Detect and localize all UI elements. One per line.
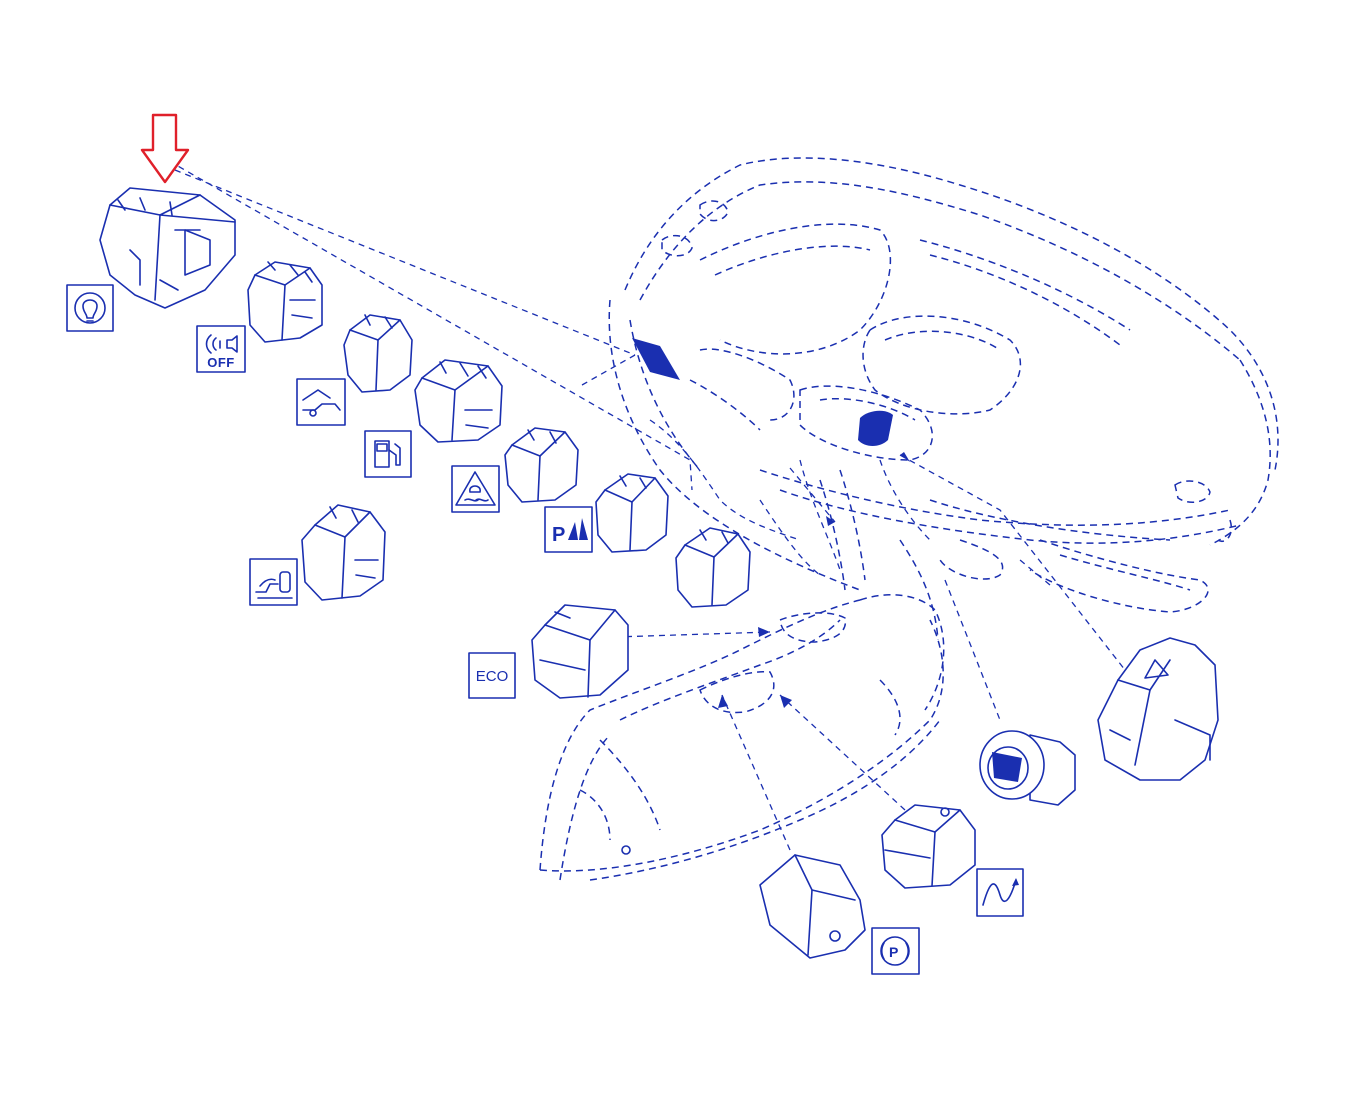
center-console-outline <box>539 469 945 881</box>
switch-block-6 <box>595 473 669 553</box>
eco-icon <box>468 652 516 699</box>
engine-start-button <box>979 730 1076 806</box>
blind-spot-icon <box>249 558 298 606</box>
sound-off-icon <box>196 325 246 373</box>
bonnet-open-icon <box>296 378 346 426</box>
switch-block-3 <box>343 314 413 393</box>
switch-block-8 <box>301 504 386 601</box>
drive-mode-icon <box>976 868 1024 917</box>
eco-switch-module <box>531 604 629 699</box>
switch-block-4 <box>414 359 503 443</box>
light-switch-module <box>99 187 236 309</box>
switch-block-2 <box>247 261 323 343</box>
traction-warning-icon <box>451 465 500 513</box>
parking-brake-switch-module <box>759 854 866 959</box>
leader-lines <box>149 149 1126 851</box>
eco-label: ECO <box>475 668 509 685</box>
off-label: OFF <box>207 355 235 370</box>
switch-block-5 <box>504 427 579 503</box>
svg-text:P: P <box>889 944 898 960</box>
pointer-arrow-icon <box>140 113 190 184</box>
dashboard-outline <box>608 157 1279 613</box>
fuel-pump-icon <box>364 430 412 478</box>
hazard-switch-module <box>1097 637 1219 781</box>
parking-brake-icon: P <box>871 927 920 975</box>
svg-text:P: P <box>552 524 565 546</box>
drive-mode-switch-module <box>881 804 976 889</box>
park-assist-icon: P <box>544 506 593 553</box>
steering-light-icon <box>66 284 114 332</box>
switch-block-7 <box>675 527 751 608</box>
